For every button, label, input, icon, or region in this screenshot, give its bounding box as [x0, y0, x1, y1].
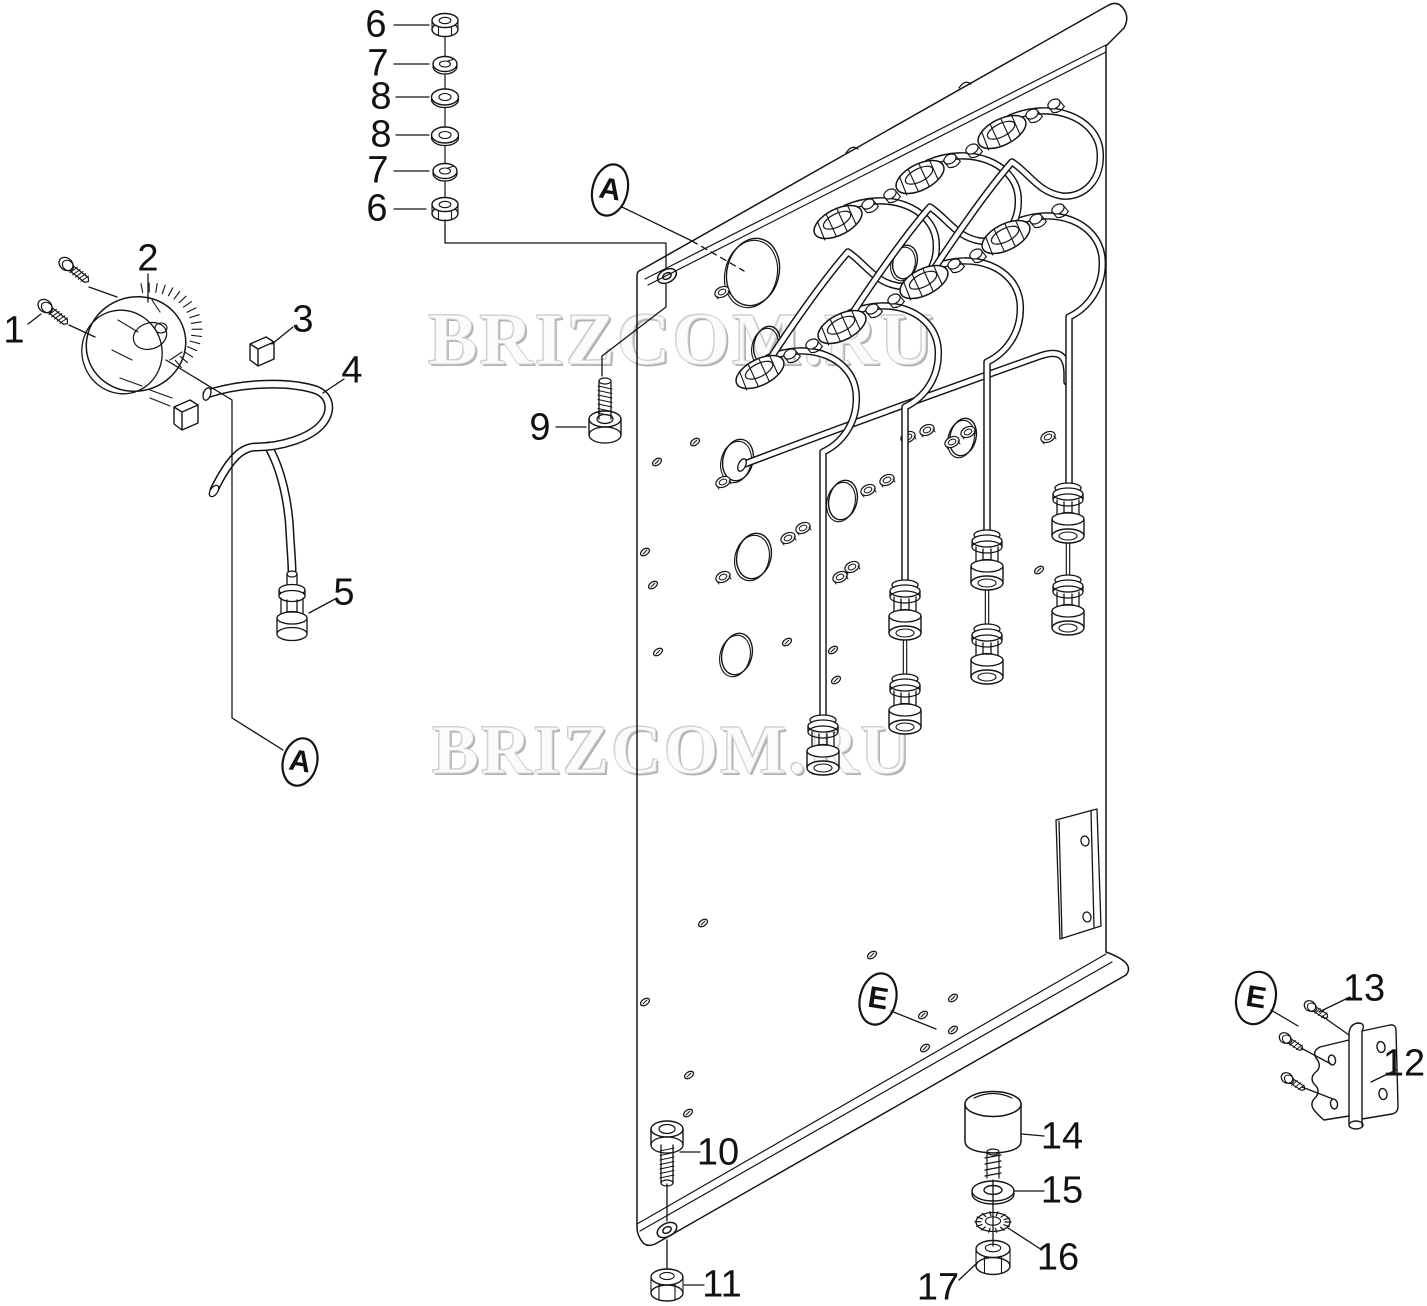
rivet-bolt — [969, 248, 987, 264]
rivet-bolt — [1051, 203, 1069, 219]
panel-corner-hole-top — [656, 267, 678, 285]
panel-side-plate — [1055, 808, 1102, 940]
panel-oval-holes — [719, 237, 978, 678]
rivet-bolt — [865, 303, 883, 319]
boot-connector — [1051, 574, 1085, 636]
nut-11 — [650, 1268, 684, 1302]
stud-14 — [984, 1148, 1002, 1179]
pan-head-screw — [37, 298, 69, 325]
hose-assembly-4 — [202, 379, 334, 576]
rivet-bolt — [965, 143, 983, 159]
valve-fitting-5 — [276, 570, 308, 642]
boot-wires — [902, 535, 1071, 684]
bolt-9 — [588, 377, 622, 444]
rivet-bolt — [805, 338, 823, 354]
boot-connector — [970, 529, 1004, 591]
screw-13 — [1280, 1072, 1306, 1091]
panel-edge-bumps — [845, 81, 972, 154]
screws-1-2 — [37, 256, 90, 325]
view-circle-A2 — [281, 737, 319, 787]
panel-small-nuts — [714, 285, 1057, 585]
clamp-rivets — [783, 98, 1069, 364]
view-circle-A — [590, 163, 630, 217]
view-circle-E2 — [1234, 970, 1278, 1026]
rivet-bolt — [887, 293, 905, 309]
hose-clamp — [817, 309, 867, 346]
rivet-bolt — [883, 188, 901, 204]
rivet-bolt — [861, 198, 879, 214]
panel-corner-hole-bottom — [656, 1221, 678, 1239]
hose-clamp — [977, 114, 1027, 151]
rivet-bolt — [1025, 108, 1043, 124]
boot-connector — [1051, 482, 1085, 544]
hoses-lower-row — [764, 212, 1106, 720]
rivet-bolt — [943, 153, 961, 169]
hose-open-end — [208, 484, 220, 498]
screws-13 — [1278, 1000, 1329, 1091]
clip-3 — [249, 336, 275, 367]
boot-connector — [888, 579, 922, 641]
boot-connector — [888, 673, 922, 735]
panel-outline — [636, 2, 1130, 1247]
hose-clamp — [899, 264, 949, 301]
hose-clamp — [981, 219, 1031, 256]
boot-connector — [806, 714, 840, 776]
coupling-housing-2 — [81, 282, 203, 407]
mounting-panel — [636, 2, 1130, 1247]
rivet-bolt — [1029, 213, 1047, 229]
view-circle-E — [858, 972, 898, 1026]
panel-top-fold — [644, 44, 1107, 286]
fastener-stack — [430, 12, 460, 222]
view-label-ellipses — [281, 163, 1278, 1026]
hidden-leader-dashed — [691, 240, 745, 272]
nut-17 — [975, 1239, 1011, 1276]
rivet-bolt — [783, 348, 801, 364]
bracket-12 — [1311, 1022, 1399, 1130]
hoses-upper-row — [764, 107, 1104, 366]
hose-clamp — [813, 204, 863, 241]
cap-14 — [964, 1090, 1022, 1154]
clip-3b — [173, 399, 199, 431]
hose-clamp — [735, 354, 785, 391]
screw-13 — [1303, 1000, 1329, 1019]
bolt-10 — [650, 1120, 684, 1187]
pan-head-screw — [58, 256, 90, 283]
leader-lines — [27, 24, 1397, 1286]
screw-13 — [1278, 1032, 1304, 1051]
panel-small-holes — [639, 437, 1045, 1118]
hose-open-end — [202, 387, 212, 401]
hose-clamp — [895, 159, 945, 196]
hose-boots — [806, 482, 1085, 776]
rivet-bolt — [1047, 98, 1065, 114]
panel-bottom-fold — [636, 953, 1113, 1232]
boot-connector — [970, 623, 1004, 685]
rivet-bolt — [947, 258, 965, 274]
hose-clamps — [735, 114, 1031, 391]
